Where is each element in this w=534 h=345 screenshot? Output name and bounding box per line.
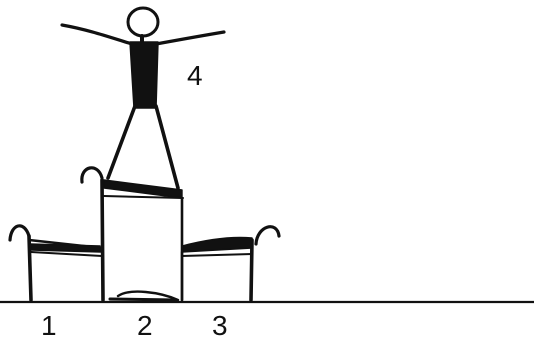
chair-1 [10, 226, 102, 300]
figure-head [128, 8, 158, 36]
label-1: 1 [41, 312, 57, 340]
label-4: 4 [187, 62, 203, 90]
chair-3 [182, 227, 279, 300]
label-2: 2 [137, 312, 153, 340]
figure-4 [62, 8, 224, 188]
label-3: 3 [212, 312, 228, 340]
chair-2 [82, 168, 183, 300]
